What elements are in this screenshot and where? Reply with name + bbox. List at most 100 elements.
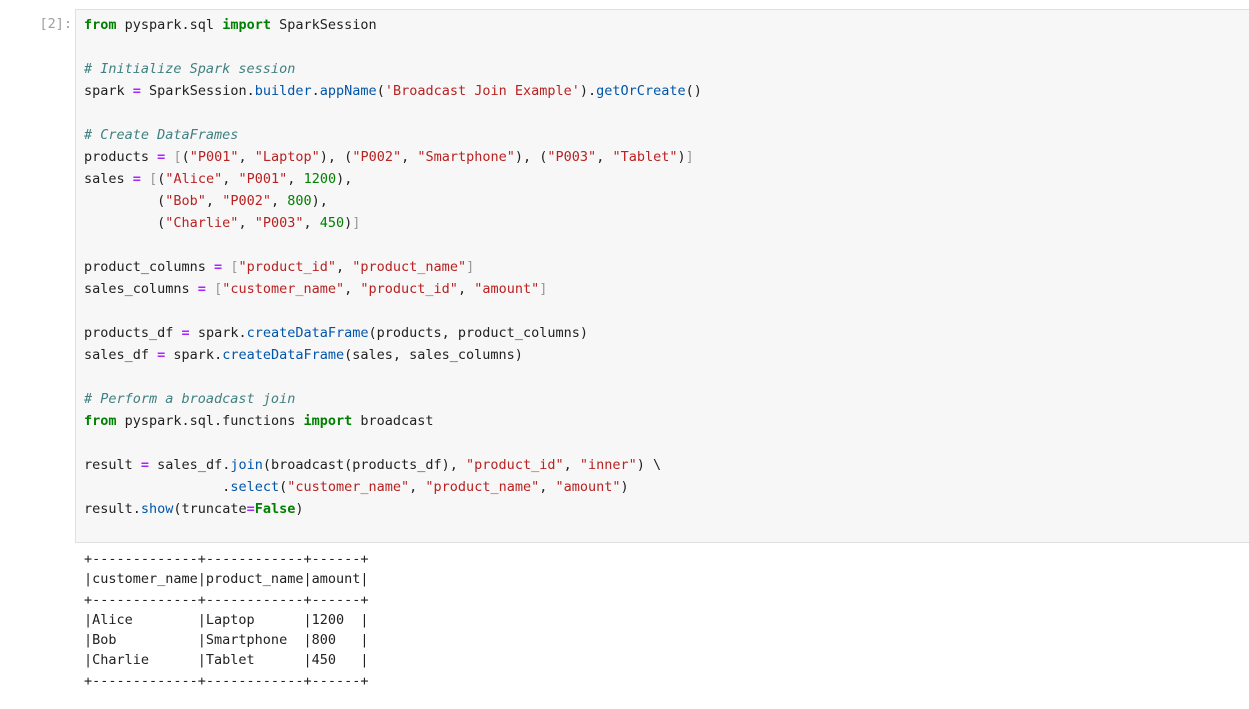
code-token: , (563, 457, 580, 473)
code-token: "Charlie" (165, 215, 239, 231)
code-token: spark. (189, 325, 247, 341)
code-line: result = sales_df.join(broadcast(product… (84, 454, 702, 476)
code-token: . (84, 479, 231, 495)
code-token: (truncate (173, 501, 247, 517)
code-token: appName (319, 83, 377, 99)
code-line: product_columns = ["product_id", "produc… (84, 256, 702, 278)
code-token: createDataFrame (246, 325, 369, 341)
code-token: ), ( (514, 149, 548, 165)
code-token: "product_id" (238, 259, 337, 275)
code-line: # Initialize Spark session (84, 58, 702, 80)
code-token: . (311, 83, 320, 99)
code-token: ] (352, 215, 361, 231)
code-token: "P003" (254, 215, 304, 231)
code-token: ) (344, 215, 353, 231)
code-token: "product_name" (425, 479, 540, 495)
code-token: result. (84, 501, 141, 517)
code-token: "product_id" (360, 281, 458, 297)
code-token: from (84, 17, 117, 33)
code-token: ( (376, 83, 385, 99)
code-token: from (84, 413, 117, 429)
code-token: , (238, 215, 255, 231)
code-token: "amount" (555, 479, 621, 495)
code-token: 'Broadcast Join Example' (384, 83, 580, 99)
code-token: ( (84, 215, 166, 231)
code-token: "inner" (579, 457, 637, 473)
code-token: ) (677, 149, 686, 165)
code-token: products_df (84, 325, 182, 341)
code-token: ] (466, 259, 475, 275)
code-line: sales_df = spark.createDataFrame(sales, … (84, 344, 702, 366)
code-line: ("Charlie", "P003", 450)] (84, 212, 702, 234)
code-token (141, 171, 149, 187)
code-line (84, 102, 702, 124)
code-token: "Alice" (165, 171, 223, 187)
code-token: getOrCreate (596, 83, 686, 99)
code-token: (sales, sales_columns) (344, 347, 523, 363)
code-token: product_columns (84, 259, 215, 275)
output-line: |Alice |Laptop |1200 | (84, 611, 369, 628)
code-token: = (197, 281, 206, 297)
code-token: = (132, 83, 141, 99)
code-line (84, 366, 702, 388)
code-token: , (287, 171, 304, 187)
code-token: , (539, 479, 556, 495)
code-token: = (246, 501, 255, 517)
output-line: +-------------+------------+------+ (84, 591, 369, 608)
code-token: ), ( (319, 149, 353, 165)
code-token: ), (336, 171, 353, 187)
code-line: products = [("P001", "Laptop"), ("P002",… (84, 146, 702, 168)
cell-output: +-------------+------------+------+ |cust… (84, 549, 368, 691)
code-token: "amount" (474, 281, 540, 297)
code-token: ) (295, 501, 304, 517)
code-token: , (344, 281, 361, 297)
code-token: spark. (165, 347, 223, 363)
code-cell-input[interactable]: from pyspark.sql import SparkSession# In… (75, 9, 1249, 543)
code-line: sales_columns = ["customer_name", "produ… (84, 278, 702, 300)
code-token: = (214, 259, 223, 275)
code-token: , (336, 259, 353, 275)
code-token: , (409, 479, 426, 495)
output-line: +-------------+------------+------+ (84, 551, 369, 567)
output-line: |customer_name|product_name|amount| (84, 571, 369, 588)
code-line: spark = SparkSession.builder.appName('Br… (84, 80, 702, 102)
code-token: SparkSession (140, 83, 247, 99)
code-token: "P002" (352, 149, 402, 165)
code-token: spark (84, 83, 133, 99)
code-token: "Bob" (165, 193, 206, 209)
code-token: select (230, 479, 280, 495)
code-line: result.show(truncate=False) (84, 498, 702, 520)
code-token: = (157, 149, 166, 165)
code-line (84, 234, 702, 256)
code-token: "Tablet" (612, 149, 678, 165)
code-token: False (254, 501, 296, 517)
code-token: import (303, 413, 353, 429)
code-token: = (140, 457, 150, 473)
code-token: show (140, 501, 174, 517)
code-token: "P003" (547, 149, 597, 165)
code-token: , (401, 149, 418, 165)
code-token: ] (685, 149, 694, 165)
output-line: +-------------+------------+------+ (84, 672, 369, 689)
code-token: ( (279, 479, 288, 495)
code-token: , (222, 171, 239, 187)
code-token: 450 (319, 215, 345, 231)
code-token: , (238, 149, 255, 165)
code-line (84, 300, 702, 322)
code-token: # Create DataFrames (84, 127, 239, 143)
code-token: createDataFrame (222, 347, 345, 363)
code-line: # Perform a broadcast join (84, 388, 702, 410)
code-token: "customer_name" (222, 281, 345, 297)
code-editor[interactable]: from pyspark.sql import SparkSession# In… (84, 14, 702, 520)
output-line: |Bob |Smartphone |800 | (84, 632, 369, 649)
code-token: ( (181, 149, 190, 165)
code-token: products (84, 149, 158, 165)
code-token: pyspark.sql.functions (116, 413, 304, 429)
code-line (84, 36, 702, 58)
code-token: "product_name" (352, 259, 467, 275)
code-token: SparkSession (270, 17, 377, 33)
code-token: "P001" (189, 149, 239, 165)
code-line: from pyspark.sql.functions import broadc… (84, 410, 702, 432)
code-token: sales (84, 171, 133, 187)
code-token: = (157, 347, 166, 363)
